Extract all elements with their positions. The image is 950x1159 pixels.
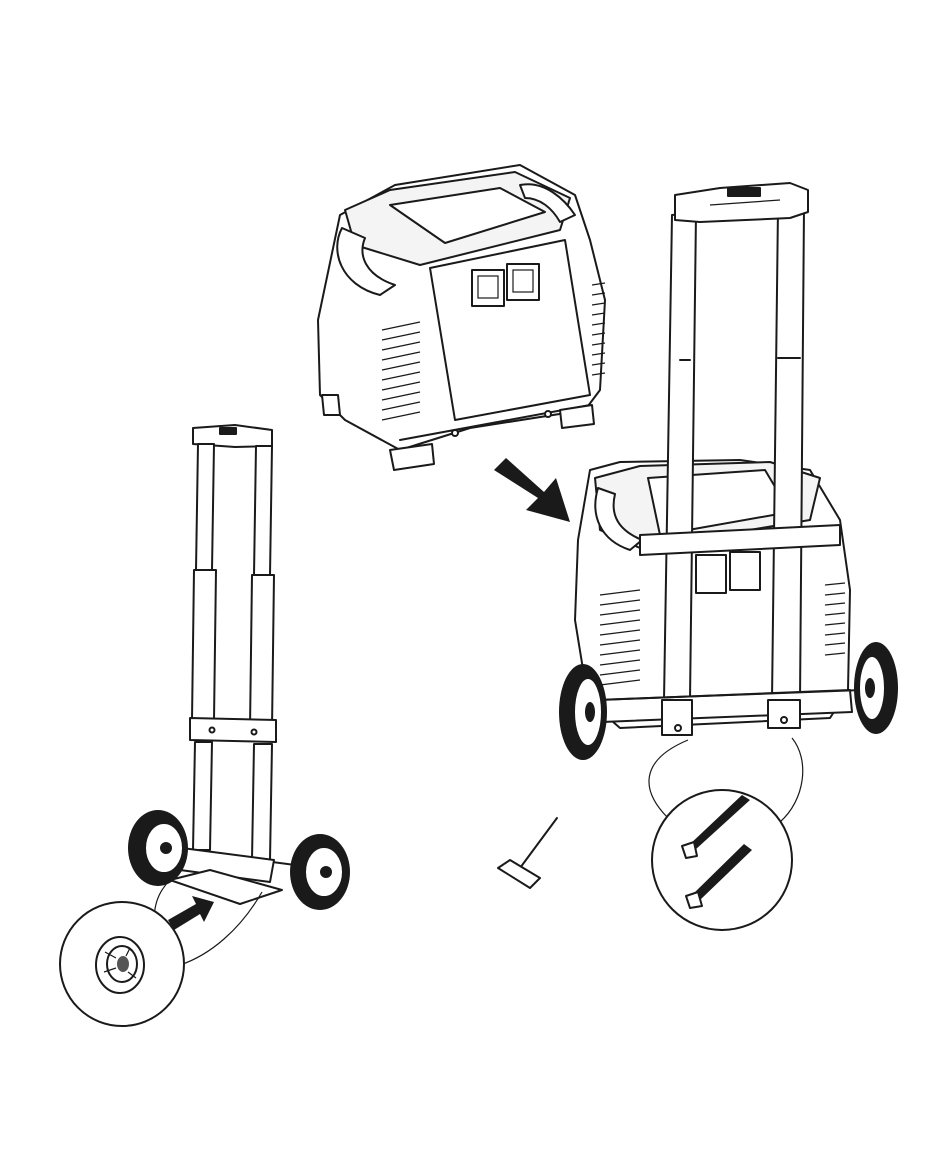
hand-truck-cart bbox=[128, 425, 350, 965]
wheel-hub-detail bbox=[60, 902, 184, 1026]
t-handle-hex-key bbox=[498, 818, 557, 888]
generator-unit bbox=[318, 165, 605, 470]
cart-wheel-left bbox=[128, 810, 188, 886]
mounting-bolts-detail bbox=[652, 790, 792, 930]
arrow-right-icon bbox=[168, 896, 214, 930]
generator-mounted-on-cart bbox=[559, 183, 898, 822]
cart-wheel-right bbox=[290, 834, 350, 910]
wheel-right bbox=[854, 642, 898, 734]
arrow-down-right-icon bbox=[494, 458, 570, 522]
wheel-left bbox=[559, 664, 607, 760]
